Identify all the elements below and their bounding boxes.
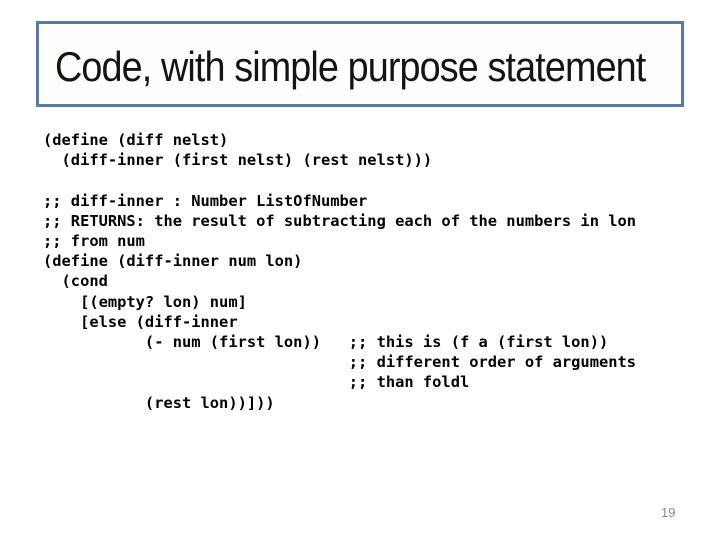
code-line: (define (diff-inner num lon)	[43, 252, 303, 271]
code-line: [(empty? lon) num]	[43, 292, 247, 311]
title-box: Code, with simple purpose statement	[36, 21, 684, 107]
code-line: ;; diff-inner : Number ListOfNumber	[43, 191, 368, 210]
page-number: 19	[661, 505, 676, 520]
code-line: (define (diff nelst)	[43, 131, 229, 149]
code-line: ;; from num	[43, 232, 145, 251]
code-line: (cond	[43, 272, 108, 291]
code-block: (define (diff nelst) (diff-inner (first …	[43, 130, 636, 413]
slide-title: Code, with simple purpose statement	[55, 43, 646, 90]
code-line: (rest lon))]))	[43, 393, 275, 412]
code-line: ;; than foldl	[43, 373, 470, 392]
code-line: (diff-inner (first nelst) (rest nelst)))	[43, 151, 433, 170]
code-line: ;; different order of arguments	[43, 353, 637, 372]
code-line	[43, 170, 636, 190]
code-line: (- num (first lon)) ;; this is (f a (fir…	[43, 333, 609, 352]
code-line: [else (diff-inner	[43, 312, 238, 331]
code-line: ;; RETURNS: the result of subtracting ea…	[43, 211, 637, 230]
